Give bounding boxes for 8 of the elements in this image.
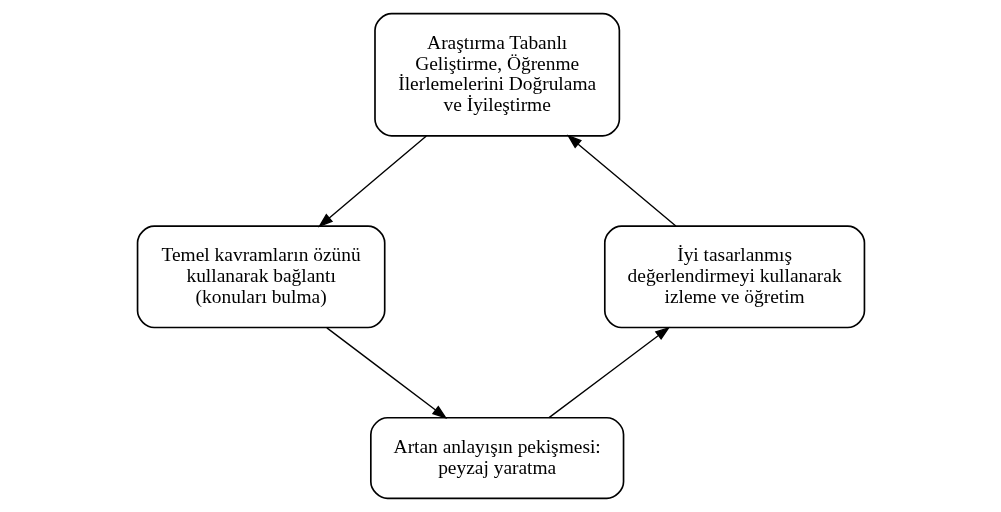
arrow bbox=[325, 327, 447, 419]
node-box: İyi tasarlanmış değerlendirmeyi kullanarak izleme ve öğretim bbox=[603, 225, 865, 329]
arrow bbox=[317, 135, 427, 228]
arrow bbox=[566, 134, 676, 227]
node-box: Temel kavramların özünü kullanarak bağlantı (konuları bulma) bbox=[136, 225, 386, 329]
node-box: Araştırma Tabanlı Geliştirme, Öğrenme İlerlemelerini Doğrulama ve İyileştirme bbox=[373, 12, 620, 137]
node-box: Artan anlayışın pekişmesi: peyzaj yaratma bbox=[369, 416, 624, 500]
arrow bbox=[547, 326, 670, 419]
